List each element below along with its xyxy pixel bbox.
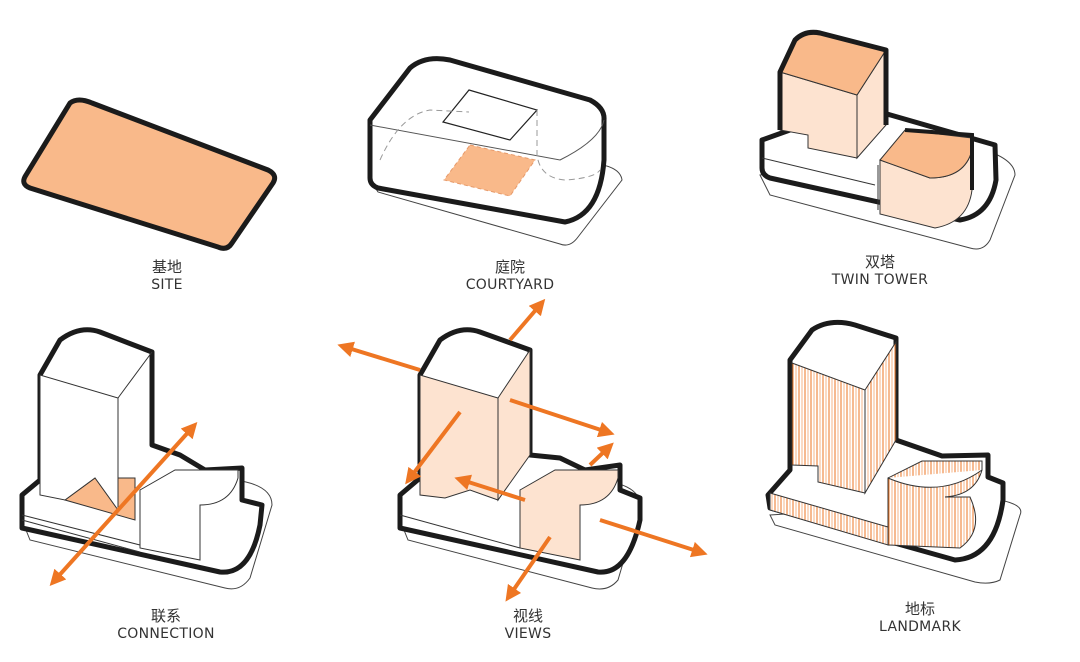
view-arrow [508,298,546,342]
label-en: COURTYARD [465,277,555,293]
landmark-tower-side [864,340,897,495]
label-zh: 地标 [904,600,935,618]
connection-arrow [49,422,198,586]
view-arrow [599,518,708,558]
label-en: TWIN TOWER [831,272,929,288]
view-arrow [588,442,614,467]
label-en: LANDMARK [879,619,961,635]
view-arrow [405,410,462,485]
view-arrow [505,535,552,602]
site-diagram [21,97,278,251]
label-landmark: 地标 LANDMARK [820,600,1020,636]
courtyard-diagram [367,56,623,246]
tower-1-outline [777,29,889,130]
view-arrow [454,474,526,502]
view-arrow [337,341,421,372]
label-zh: 双塔 [864,253,895,271]
label-courtyard: 庭院 COURTYARD [410,258,610,294]
courtyard-top-edge [369,119,605,161]
label-site: 基地 SITE [67,258,267,294]
label-zh: 庭院 [494,258,525,276]
site-plot [21,97,278,251]
label-connection: 联系 CONNECTION [66,607,266,643]
twin-tower-diagram [759,29,1016,250]
landmark-diagram [765,319,1022,584]
label-views: 视线 VIEWS [428,607,628,643]
label-twin-tower: 双塔 TWIN TOWER [780,253,980,289]
view-arrows [337,298,708,602]
label-zh: 联系 [150,607,181,625]
courtyard-mass [367,56,607,225]
label-en: SITE [151,277,183,293]
views-diagram [337,298,708,602]
view-arrow [509,398,615,438]
courtyard-hidden-lines [379,109,601,181]
label-en: VIEWS [504,626,552,642]
courtyard-ground [443,144,536,197]
label-zh: 视线 [512,607,543,625]
label-en: CONNECTION [117,626,215,642]
views-low-block [519,469,619,561]
connection-diagram [19,327,273,590]
label-zh: 基地 [151,258,182,276]
